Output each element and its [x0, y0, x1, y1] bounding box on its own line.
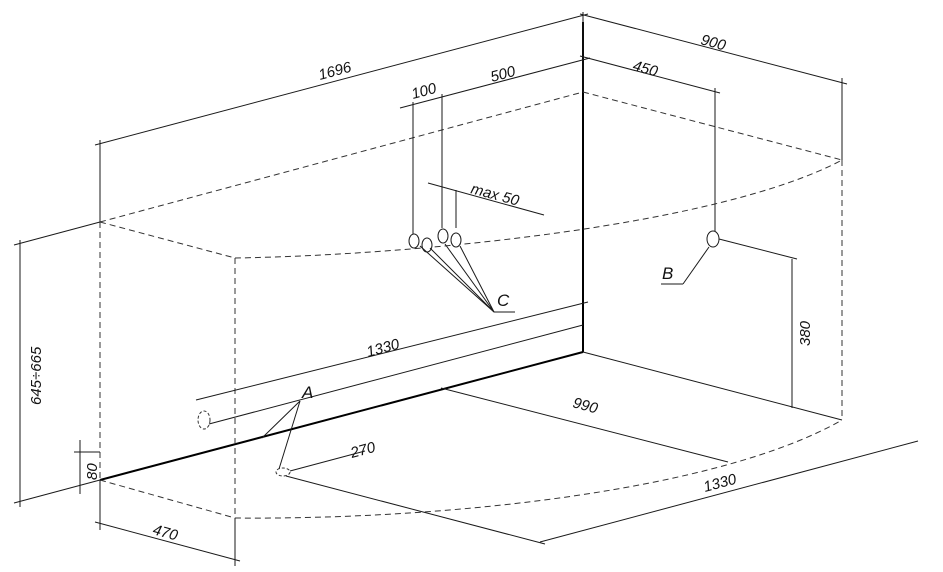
connector-b: B 380 [661, 230, 814, 408]
dim-max-50: max 50 [427, 180, 545, 228]
dim-label-450: 450 [631, 57, 660, 80]
dim-line [94, 13, 589, 146]
dim-line [440, 387, 729, 463]
drain-a: A 270 [261, 383, 546, 545]
leader-line [459, 245, 495, 313]
dim-line [579, 13, 848, 85]
dim-label-100: 100 [410, 80, 439, 103]
marker-label-c: C [497, 291, 510, 310]
dim-label-380: 380 [797, 320, 814, 346]
leader-line [419, 245, 495, 313]
dim-line [94, 521, 241, 562]
dim-label-900: 900 [699, 31, 728, 54]
dim-line [539, 440, 919, 543]
tub-top-left-edge [99, 221, 236, 259]
bathtub-outline [99, 91, 843, 519]
leader-line [429, 247, 495, 313]
dim-label-1696: 1696 [317, 59, 354, 84]
marker-label-b: B [662, 264, 673, 283]
connector-c-1 [408, 233, 420, 249]
leader-line [444, 243, 495, 313]
tub-top-back-curve [99, 91, 584, 223]
leader-line [261, 400, 301, 439]
wall-floor-edge [99, 351, 584, 481]
dim-label-990: 990 [571, 394, 600, 417]
leader-line [278, 400, 301, 470]
connector-c-4 [450, 232, 462, 248]
dim-label-height-range: 645÷665 [28, 346, 45, 405]
dim-line [579, 55, 721, 94]
tub-bottom-left-edge [99, 479, 236, 519]
tub-bottom-front-curve [234, 419, 843, 519]
dim-1696: 1696 [94, 12, 589, 222]
dim-label-80: 80 [84, 463, 101, 480]
tub-top-front-curve [234, 159, 843, 259]
marker-label-a: A [301, 383, 313, 402]
dim-height: 645÷665 80 [13, 221, 101, 507]
right-wall-floor-edge [582, 351, 843, 421]
dim-1330-wall: 1330 [195, 301, 589, 430]
dim-label-1330-wall: 1330 [365, 336, 402, 361]
ext-line [13, 221, 101, 246]
ext-line [208, 324, 584, 425]
dim-line [195, 301, 589, 401]
connector-c-2 [421, 237, 433, 253]
dim-floor: 990 1330 [440, 387, 919, 543]
ext-line [285, 475, 546, 545]
tub-top-side-edge [582, 91, 843, 161]
dim-line [427, 182, 545, 216]
overflow-symbol [197, 410, 211, 430]
dim-line [399, 57, 591, 109]
leader-line [682, 246, 710, 285]
connectors-c: C [408, 228, 515, 313]
dim-450: 450 [579, 55, 721, 232]
dim-label-270: 270 [348, 439, 378, 462]
dim-label-1330-floor: 1330 [702, 471, 739, 496]
dim-470: 470 [94, 480, 241, 566]
ext-line [13, 479, 101, 504]
dim-label-500: 500 [489, 63, 518, 86]
dim-label-470: 470 [151, 521, 180, 544]
dim-900: 900 [579, 13, 848, 160]
connector-b-symbol [706, 230, 720, 248]
drain-a-symbol [275, 467, 291, 477]
dim-100-500: 100 500 [399, 57, 591, 235]
dim-label-max-50: max 50 [469, 180, 522, 209]
connector-c-3 [437, 228, 449, 244]
room-edges [99, 22, 843, 481]
ext-line [289, 450, 366, 472]
ext-line [718, 238, 798, 260]
